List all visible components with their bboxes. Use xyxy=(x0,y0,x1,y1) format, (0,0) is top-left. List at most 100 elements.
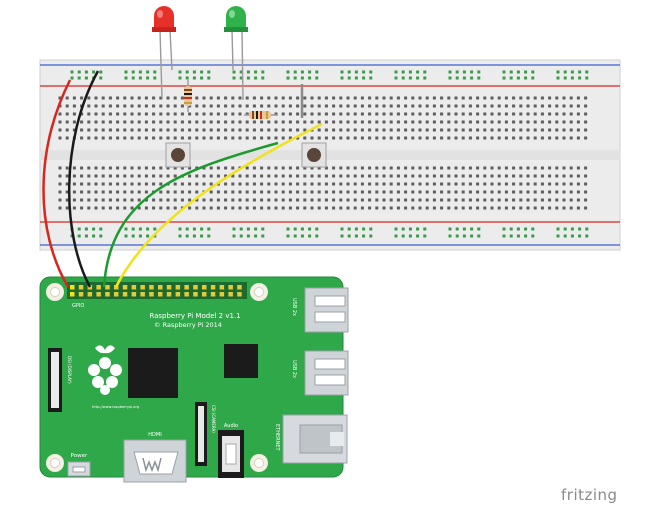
breadboard-hole xyxy=(531,70,535,74)
breadboard-hole xyxy=(231,206,235,210)
breadboard-hole xyxy=(375,198,379,202)
breadboard-hole xyxy=(173,206,177,210)
breadboard-hole xyxy=(178,227,182,231)
gpio-pin xyxy=(184,285,189,290)
breadboard-hole xyxy=(368,182,372,186)
breadboard-hole xyxy=(232,234,236,238)
breadboard-hole xyxy=(231,174,235,178)
breadboard-hole xyxy=(281,182,285,186)
breadboard-hole xyxy=(130,96,134,100)
breadboard-hole xyxy=(152,166,156,170)
breadboard-hole xyxy=(224,206,228,210)
breadboard-hole xyxy=(502,70,506,74)
breadboard-hole xyxy=(84,227,88,231)
breadboard-hole xyxy=(404,136,408,140)
breadboard-hole xyxy=(216,128,220,132)
gpio-pin xyxy=(237,285,242,290)
breadboard-hole xyxy=(216,96,220,100)
breadboard-hole xyxy=(476,206,480,210)
breadboard-hole xyxy=(570,70,574,74)
breadboard-hole xyxy=(130,112,134,116)
breadboard-hole xyxy=(584,198,588,202)
breadboard-hole xyxy=(526,182,530,186)
breadboard-hole xyxy=(65,190,69,194)
breadboard-hole xyxy=(185,70,189,74)
breadboard-hole xyxy=(159,206,163,210)
breadboard-hole xyxy=(461,182,465,186)
breadboard-hole xyxy=(346,112,350,116)
breadboard-hole xyxy=(108,128,112,132)
breadboard-hole xyxy=(288,198,292,202)
breadboard-hole xyxy=(462,227,466,231)
breadboard-hole xyxy=(152,96,156,100)
breadboard-hole xyxy=(260,206,264,210)
breadboard-hole xyxy=(354,76,358,80)
breadboard-hole xyxy=(509,227,513,231)
breadboard xyxy=(39,59,621,251)
breadboard-hole xyxy=(432,190,436,194)
breadboard-hole xyxy=(353,96,357,100)
breadboard-hole xyxy=(224,120,228,124)
breadboard-hole xyxy=(192,227,196,231)
breadboard-hole xyxy=(137,174,141,178)
breadboard-hole xyxy=(180,190,184,194)
breadboard-hole xyxy=(58,112,62,116)
breadboard-hole xyxy=(540,166,544,170)
breadboard-hole xyxy=(65,96,69,100)
breadboard-hole xyxy=(274,206,278,210)
breadboard-hole xyxy=(562,128,566,132)
breadboard-hole xyxy=(454,112,458,116)
breadboard-hole xyxy=(310,112,314,116)
breadboard-hole xyxy=(58,206,62,210)
breadboard-hole xyxy=(368,120,372,124)
breadboard-hole xyxy=(65,198,69,202)
breadboard-hole xyxy=(440,174,444,178)
breadboard-hole xyxy=(146,76,150,80)
breadboard-hole xyxy=(209,96,213,100)
breadboard-hole xyxy=(144,198,148,202)
breadboard-hole xyxy=(202,166,206,170)
breadboard-hole xyxy=(310,190,314,194)
breadboard-hole xyxy=(346,96,350,100)
breadboard-hole xyxy=(281,198,285,202)
breadboard-hole xyxy=(432,166,436,170)
breadboard-hole xyxy=(389,206,393,210)
breadboard-hole xyxy=(173,128,177,132)
breadboard-hole xyxy=(389,136,393,140)
gpio-pin xyxy=(166,292,172,297)
gpio-pin xyxy=(158,285,163,290)
breadboard-hole xyxy=(261,76,265,80)
usb-port-2 xyxy=(304,350,349,396)
breadboard-hole xyxy=(562,206,566,210)
breadboard-hole xyxy=(396,190,400,194)
breadboard-hole xyxy=(260,174,264,178)
breadboard-hole xyxy=(238,174,242,178)
breadboard-hole xyxy=(396,198,400,202)
breadboard-hole xyxy=(80,190,84,194)
breadboard-hole xyxy=(87,104,91,108)
breadboard-hole xyxy=(504,128,508,132)
breadboard-hole xyxy=(425,136,429,140)
gpio-pin xyxy=(131,292,137,297)
breadboard-hole xyxy=(404,206,408,210)
breadboard-hole xyxy=(108,182,112,186)
breadboard-hole xyxy=(58,128,62,132)
breadboard-hole xyxy=(260,136,264,140)
breadboard-hole xyxy=(178,76,182,80)
breadboard-hole xyxy=(396,120,400,124)
wire-green xyxy=(102,141,279,288)
breadboard-hole xyxy=(389,112,393,116)
breadboard-hole xyxy=(144,120,148,124)
breadboard-hole xyxy=(454,104,458,108)
breadboard-hole xyxy=(360,174,364,178)
breadboard-hole xyxy=(578,234,582,238)
breadboard-hole xyxy=(519,198,523,202)
breadboard-hole xyxy=(375,174,379,178)
gpio-pin xyxy=(70,285,75,290)
breadboard-hole xyxy=(94,112,98,116)
breadboard-hole xyxy=(425,190,429,194)
breadboard-hole xyxy=(286,227,290,231)
hdmi-port xyxy=(123,439,187,483)
breadboard-hole xyxy=(173,104,177,108)
breadboard-hole xyxy=(80,112,84,116)
